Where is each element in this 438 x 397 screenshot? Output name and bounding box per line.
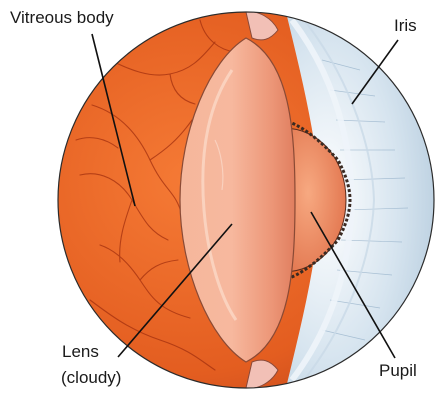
label-lens-cloudy: (cloudy) [61, 369, 121, 386]
label-iris: Iris [394, 17, 417, 34]
label-vitreous-body: Vitreous body [10, 9, 114, 26]
label-pupil: Pupil [379, 362, 417, 379]
label-lens: Lens [62, 343, 99, 360]
